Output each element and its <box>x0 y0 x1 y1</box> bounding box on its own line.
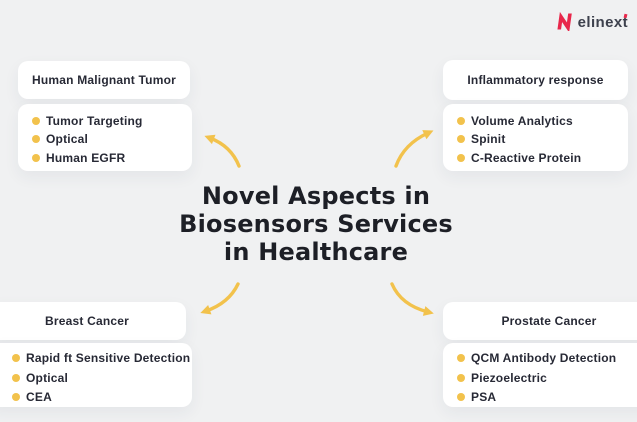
elinext-logo: elinext <box>555 12 628 31</box>
list-item-label: Optical <box>26 370 69 385</box>
page-title: Novel Aspects in Biosensors Services in … <box>168 182 464 266</box>
list-item: PSA <box>457 387 637 407</box>
human-malignant-tumor-header: Human Malignant Tumor <box>18 61 190 99</box>
list-item: Optical <box>12 368 192 388</box>
logo-wordmark-head: elinex <box>577 14 623 31</box>
list-item: Tumor Targeting <box>32 112 192 130</box>
breast-cancer-header: Breast Cancer <box>0 302 186 340</box>
list-item-label: Optical <box>46 132 89 147</box>
list-item-label: CEA <box>26 390 52 405</box>
list-item: QCM Antibody Detection <box>457 348 637 368</box>
list-item: Human EGFR <box>32 149 192 167</box>
bullet-dot-icon <box>32 117 40 126</box>
list-item: CEA <box>12 387 192 407</box>
bullet-dot-icon <box>12 353 20 362</box>
list-item: C-Reactive Protein <box>457 149 628 167</box>
list-item-label: Spinit <box>471 132 506 147</box>
bullet-dot-icon <box>457 393 465 402</box>
title-line-1: Novel Aspects in <box>201 182 431 210</box>
bullet-dot-icon <box>457 153 465 162</box>
title-line-2: Biosensors Services <box>179 210 453 238</box>
bullet-dot-icon <box>32 135 40 144</box>
bullet-dot-icon <box>32 153 40 162</box>
arrow-bottom-right-icon <box>390 282 434 316</box>
elinext-n-icon <box>557 12 572 31</box>
list-item: Optical <box>32 130 192 148</box>
human-malignant-tumor-list: Tumor Targeting Optical Human EGFR <box>18 104 192 171</box>
prostate-cancer-list: QCM Antibody Detection Piezoelectric PSA <box>443 343 637 407</box>
list-item: Piezoelectric <box>457 368 637 388</box>
bullet-dot-icon <box>457 117 465 126</box>
list-item: Spinit <box>457 130 628 148</box>
list-item-label: Tumor Targeting <box>46 114 143 129</box>
title-line-3: in Healthcare <box>223 238 409 266</box>
list-item-label: QCM Antibody Detection <box>471 350 617 365</box>
logo-wordmark: elinext <box>578 14 628 31</box>
arrow-top-left-icon <box>204 134 241 168</box>
arrow-bottom-left-icon <box>200 282 240 315</box>
bullet-dot-icon <box>457 353 465 362</box>
inflammatory-response-header: Inflammatory response <box>443 60 628 100</box>
list-item-label: Rapid ft Sensitive Detection <box>26 350 191 365</box>
list-item-label: C-Reactive Protein <box>471 150 582 165</box>
bullet-dot-icon <box>457 373 465 382</box>
arrow-top-right-icon <box>394 130 434 168</box>
list-item-label: Human EGFR <box>46 150 126 165</box>
breast-cancer-list: Rapid ft Sensitive Detection Optical CEA <box>0 343 192 407</box>
inflammatory-response-list: Volume Analytics Spinit C-Reactive Prote… <box>443 104 628 171</box>
bullet-dot-icon <box>457 135 465 144</box>
prostate-cancer-header: Prostate Cancer <box>443 302 637 340</box>
bullet-dot-icon <box>12 393 20 402</box>
logo-wordmark-tail: t <box>622 14 628 31</box>
list-item: Rapid ft Sensitive Detection <box>12 348 192 368</box>
list-item-label: PSA <box>471 390 497 405</box>
bullet-dot-icon <box>12 373 20 382</box>
list-item: Volume Analytics <box>457 112 628 130</box>
list-item-label: Volume Analytics <box>471 114 573 129</box>
list-item-label: Piezoelectric <box>471 370 547 385</box>
